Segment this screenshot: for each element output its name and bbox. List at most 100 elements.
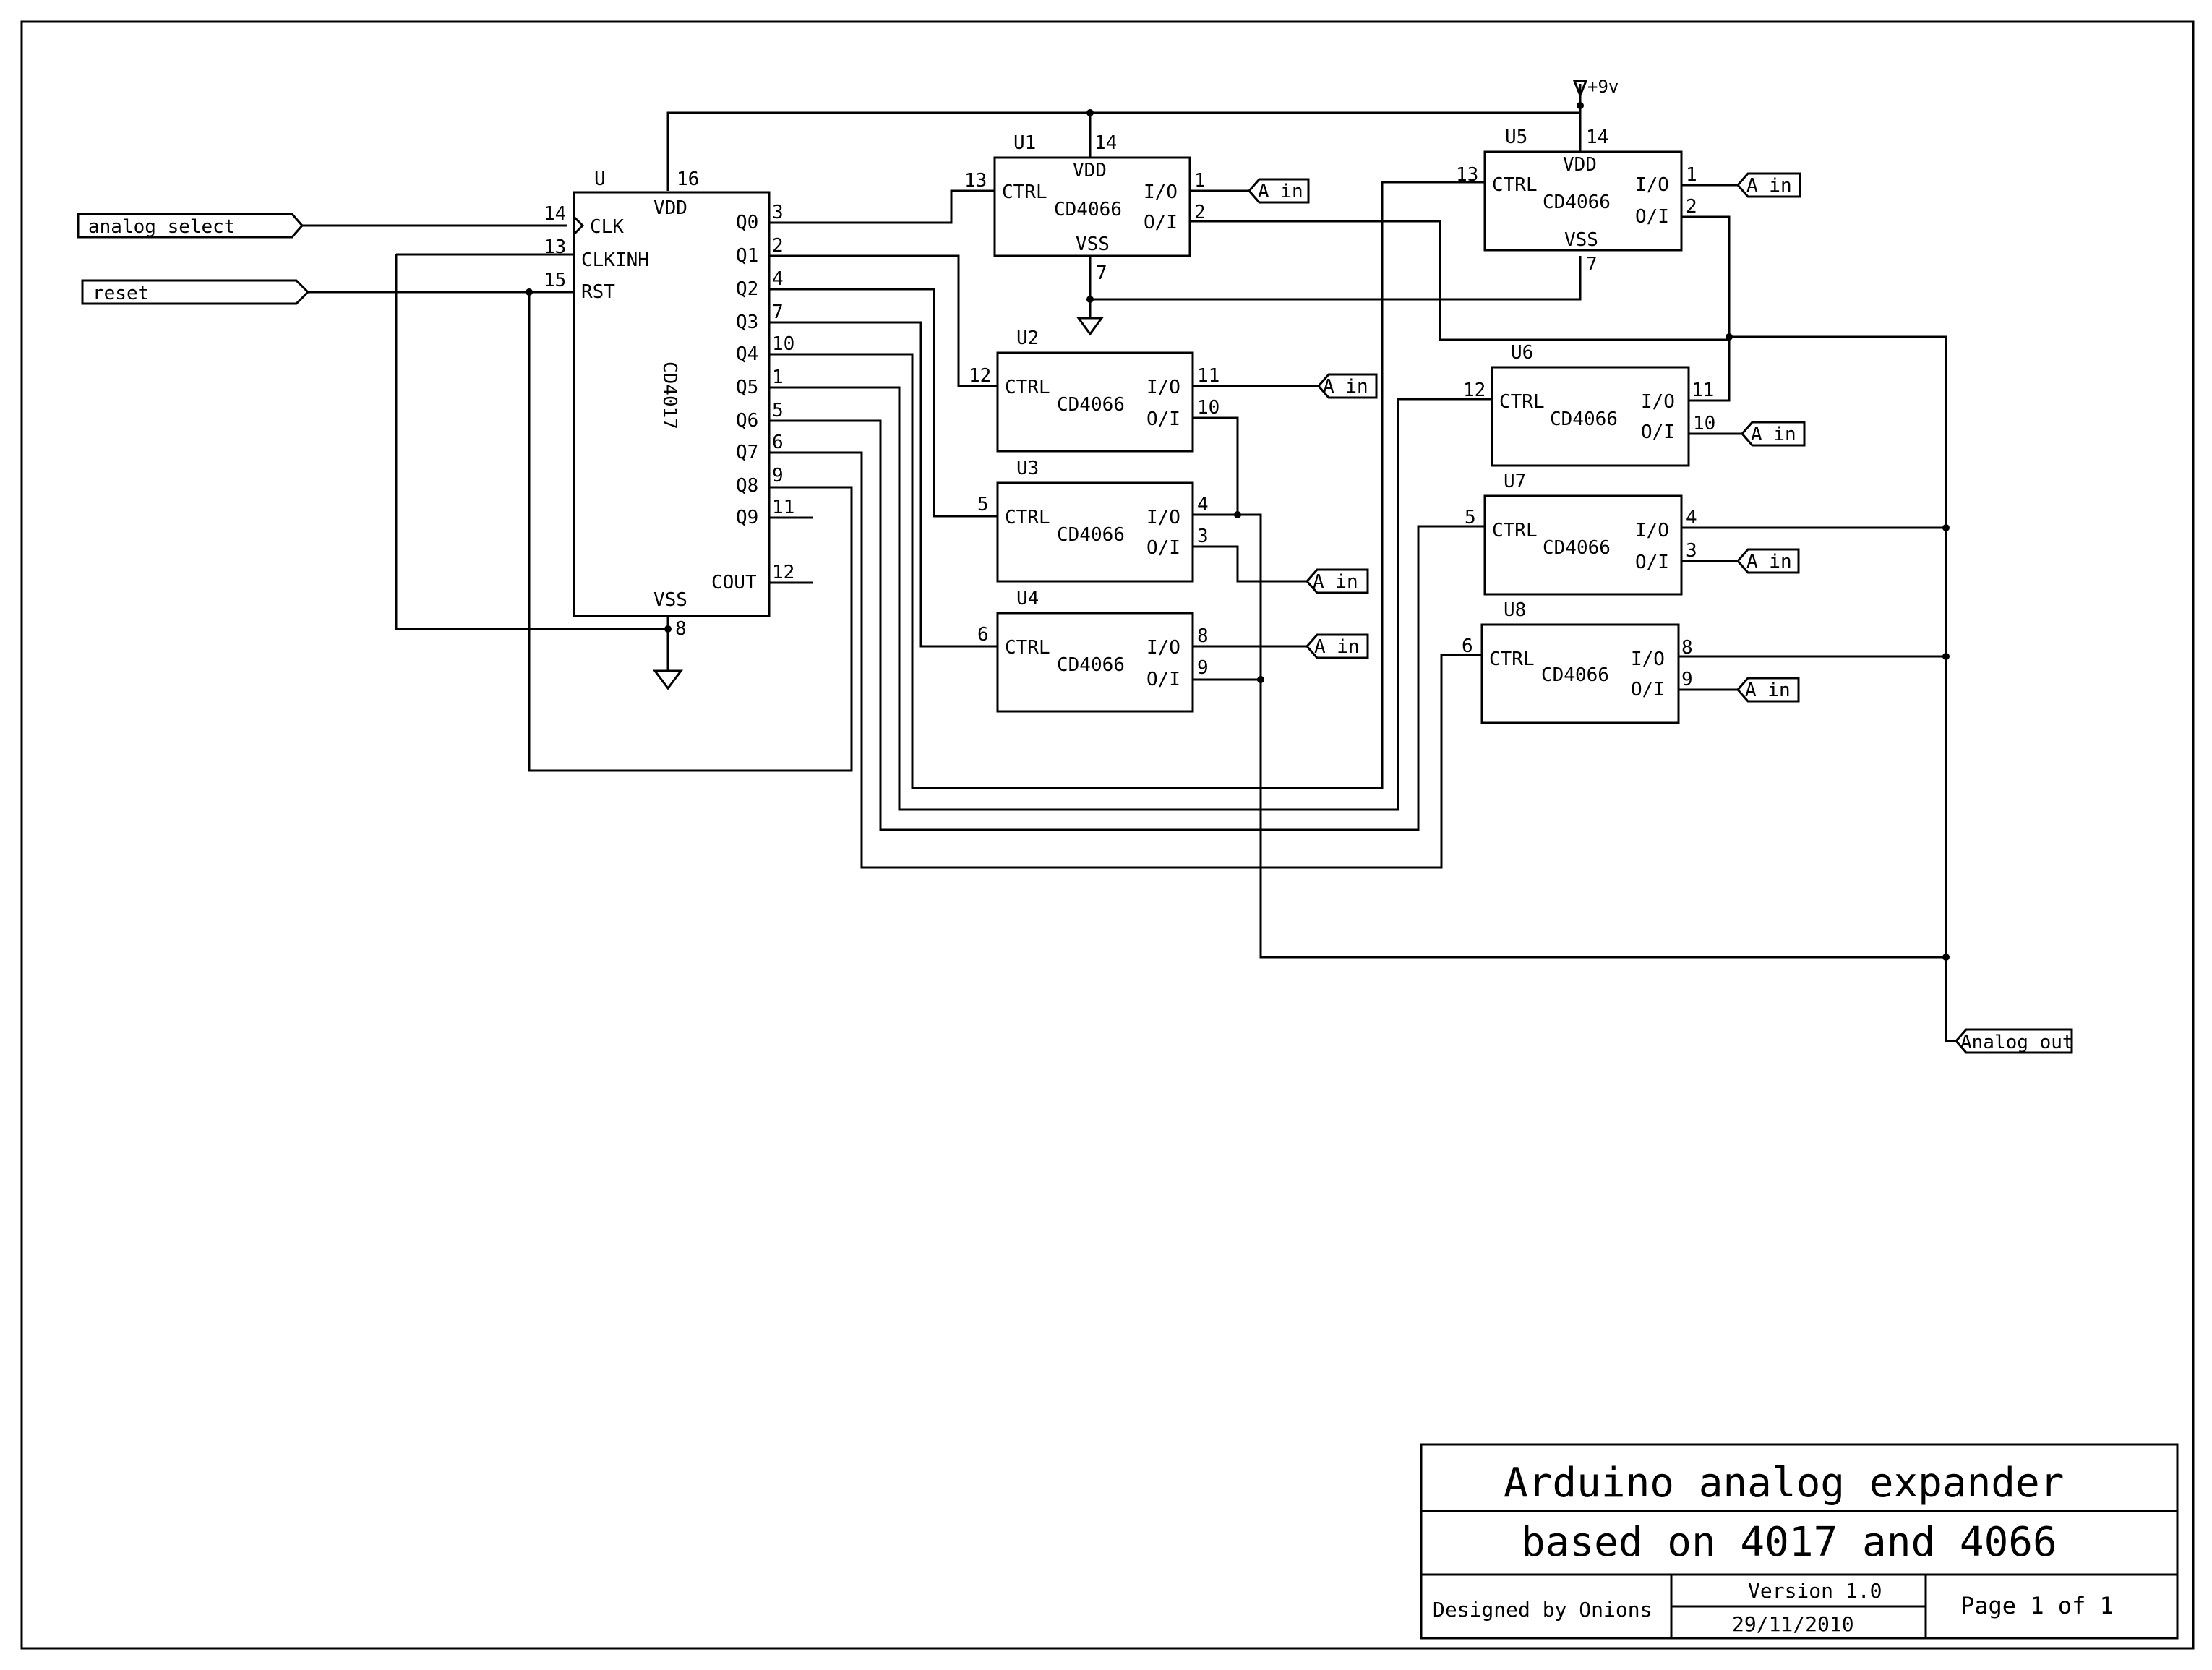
svg-text:6: 6 — [772, 432, 784, 453]
a-in-port: A in — [1306, 633, 1369, 659]
svg-text:CD4066: CD4066 — [1543, 192, 1611, 213]
svg-text:CTRL: CTRL — [1005, 507, 1050, 528]
svg-text:Q4: Q4 — [736, 343, 758, 365]
ic-switch-u3: U3 5 CTRL CD4066 I/O O/I 4 3 — [977, 458, 1209, 583]
counter-pin-clk-name: CLK — [590, 216, 624, 238]
svg-text:9: 9 — [772, 465, 784, 487]
svg-text:U1: U1 — [1013, 132, 1036, 154]
svg-text:6: 6 — [1462, 635, 1473, 657]
svg-text:U5: U5 — [1505, 127, 1527, 148]
svg-text:A in: A in — [1751, 424, 1796, 445]
a-in-port: A in — [1248, 178, 1310, 204]
svg-text:11: 11 — [772, 497, 794, 518]
svg-text:12: 12 — [969, 365, 991, 387]
svg-text:CTRL: CTRL — [1492, 520, 1538, 541]
port-reset-label: reset — [93, 283, 149, 304]
svg-text:14: 14 — [1586, 127, 1608, 148]
svg-text:COUT: COUT — [711, 572, 757, 594]
ic-switch-u4: U4 6 CTRL CD4066 I/O O/I 8 9 — [977, 588, 1209, 713]
svg-text:CTRL: CTRL — [1005, 377, 1050, 398]
date-label: 29/11/2010 — [1732, 1612, 1854, 1636]
svg-text:CD4066: CD4066 — [1057, 524, 1125, 546]
svg-text:4: 4 — [1197, 494, 1209, 515]
ic-switch-u1: U1 14 VDD VSS 7 13 CTRL CD4066 I/O O/I 1… — [964, 132, 1206, 284]
svg-text:3: 3 — [772, 202, 784, 223]
svg-text:A in: A in — [1314, 636, 1360, 658]
port-analog-out: Analog out — [1955, 1028, 2074, 1054]
supply-label: +9v — [1587, 77, 1619, 97]
ic-counter-cd4017: U 16 VDD VSS 8 CD4017 14 CLK 13 CLKINH 1… — [544, 168, 794, 640]
svg-text:13: 13 — [964, 170, 987, 192]
svg-text:CD4066: CD4066 — [1057, 394, 1125, 416]
ground-icon — [653, 669, 683, 690]
svg-text:8: 8 — [1197, 625, 1209, 647]
svg-text:CTRL: CTRL — [1489, 648, 1535, 670]
port-analog-select-label: analog select — [88, 216, 236, 238]
port-analog-select: analog select — [77, 213, 304, 239]
svg-text:I/O: I/O — [1144, 181, 1178, 203]
svg-text:A in: A in — [1746, 551, 1792, 573]
svg-text:7: 7 — [1586, 254, 1598, 275]
svg-text:I/O: I/O — [1146, 637, 1180, 659]
svg-text:5: 5 — [772, 400, 784, 421]
svg-text:I/O: I/O — [1635, 174, 1669, 196]
svg-text:O/I: O/I — [1641, 421, 1675, 443]
svg-text:10: 10 — [1197, 397, 1219, 419]
svg-text:U6: U6 — [1511, 342, 1533, 364]
counter-ref: U — [594, 168, 606, 190]
svg-text:Q2: Q2 — [736, 278, 758, 300]
svg-text:12: 12 — [1463, 380, 1486, 401]
ic-switch-u8: U8 6 CTRL CD4066 I/O O/I 8 9 — [1462, 599, 1693, 724]
svg-text:7: 7 — [772, 301, 784, 323]
counter-pin-rst-num: 15 — [544, 270, 566, 291]
svg-text:3: 3 — [1197, 526, 1209, 547]
svg-text:2: 2 — [772, 235, 784, 257]
svg-text:8: 8 — [1681, 637, 1693, 659]
svg-text:5: 5 — [977, 494, 989, 515]
svg-text:A in: A in — [1313, 571, 1358, 593]
a-in-port: A in — [1736, 172, 1801, 198]
svg-text:U8: U8 — [1504, 599, 1526, 621]
svg-text:11: 11 — [1692, 380, 1714, 401]
svg-text:O/I: O/I — [1146, 669, 1180, 690]
supply-arrow-icon — [1572, 80, 1588, 99]
version-label: Version 1.0 — [1748, 1579, 1882, 1603]
svg-text:14: 14 — [1094, 132, 1117, 154]
svg-text:CD4066: CD4066 — [1541, 664, 1609, 686]
svg-text:1: 1 — [772, 367, 784, 388]
a-in-ports: A in A in A in A in A in A in A in A in — [1248, 172, 1806, 703]
counter-vdd-label: VDD — [653, 197, 687, 219]
svg-text:O/I: O/I — [1144, 212, 1178, 234]
svg-text:11: 11 — [1197, 365, 1219, 387]
svg-text:9: 9 — [1681, 669, 1693, 690]
svg-text:1: 1 — [1686, 164, 1697, 186]
a-in-port: A in — [1741, 421, 1806, 447]
ground-icon — [1076, 317, 1104, 336]
svg-text:CTRL: CTRL — [1499, 391, 1545, 413]
svg-text:12: 12 — [772, 562, 794, 583]
a-in-port: A in — [1736, 677, 1800, 703]
svg-text:CD4066: CD4066 — [1057, 654, 1125, 676]
counter-pin-clkinh-num: 13 — [544, 236, 566, 258]
title-line-1: Arduino analog expander — [1504, 1460, 2064, 1507]
svg-text:CTRL: CTRL — [1002, 181, 1047, 203]
port-reset: reset — [81, 279, 310, 305]
svg-text:VDD: VDD — [1563, 154, 1597, 176]
ic-switch-u5: U5 14 VDD VSS 7 13 CTRL CD4066 I/O O/I 1… — [1456, 127, 1697, 275]
svg-text:Q8: Q8 — [736, 475, 758, 497]
svg-text:A in: A in — [1746, 175, 1792, 197]
svg-text:VSS: VSS — [1076, 234, 1110, 255]
svg-text:O/I: O/I — [1146, 537, 1180, 559]
counter-part-label: CD4017 — [659, 361, 680, 429]
svg-text:VDD: VDD — [1073, 160, 1107, 181]
svg-text:A in: A in — [1323, 376, 1368, 398]
counter-vss-label: VSS — [653, 589, 687, 611]
clock-input-icon — [573, 215, 585, 236]
ic-switch-u2: U2 12 CTRL CD4066 I/O O/I 11 10 — [969, 327, 1219, 453]
svg-text:A in: A in — [1745, 680, 1791, 701]
svg-text:I/O: I/O — [1146, 507, 1180, 528]
svg-text:I/O: I/O — [1635, 520, 1669, 541]
svg-text:4: 4 — [772, 268, 784, 290]
a-in-port: A in — [1317, 373, 1378, 399]
